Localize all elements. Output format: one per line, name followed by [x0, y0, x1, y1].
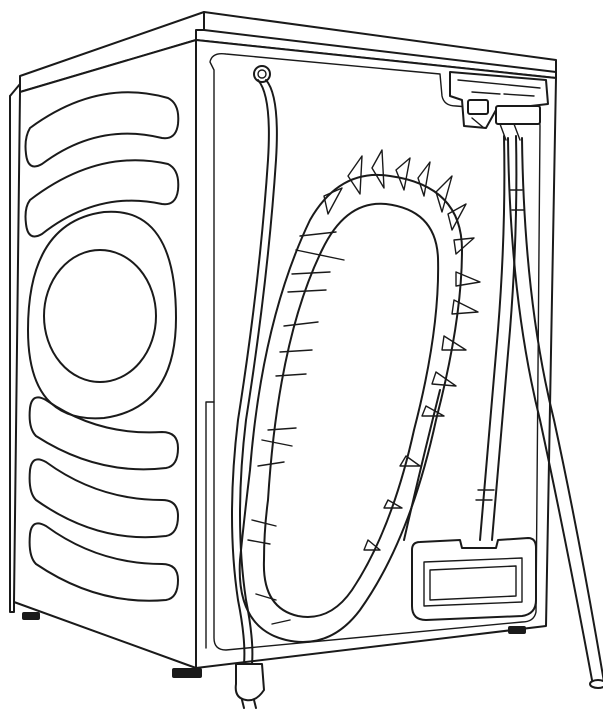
heat-exchanger-coil	[238, 149, 481, 643]
side-panel	[13, 39, 197, 669]
coil-inner-loop	[262, 202, 440, 618]
pump-cover	[411, 537, 537, 621]
foot-rear-right	[508, 626, 526, 634]
side-panel-embossing	[24, 91, 180, 602]
power-plug	[234, 663, 265, 702]
coil-ties	[247, 231, 345, 625]
foot-rear-left	[22, 612, 40, 620]
power-cord	[231, 65, 278, 709]
inlet-hose	[507, 137, 603, 689]
drain-hose	[403, 135, 518, 541]
cord-grommet	[253, 65, 271, 83]
feet	[22, 612, 526, 678]
water-inlet-valve	[449, 71, 549, 141]
foot-front-left	[172, 668, 202, 678]
